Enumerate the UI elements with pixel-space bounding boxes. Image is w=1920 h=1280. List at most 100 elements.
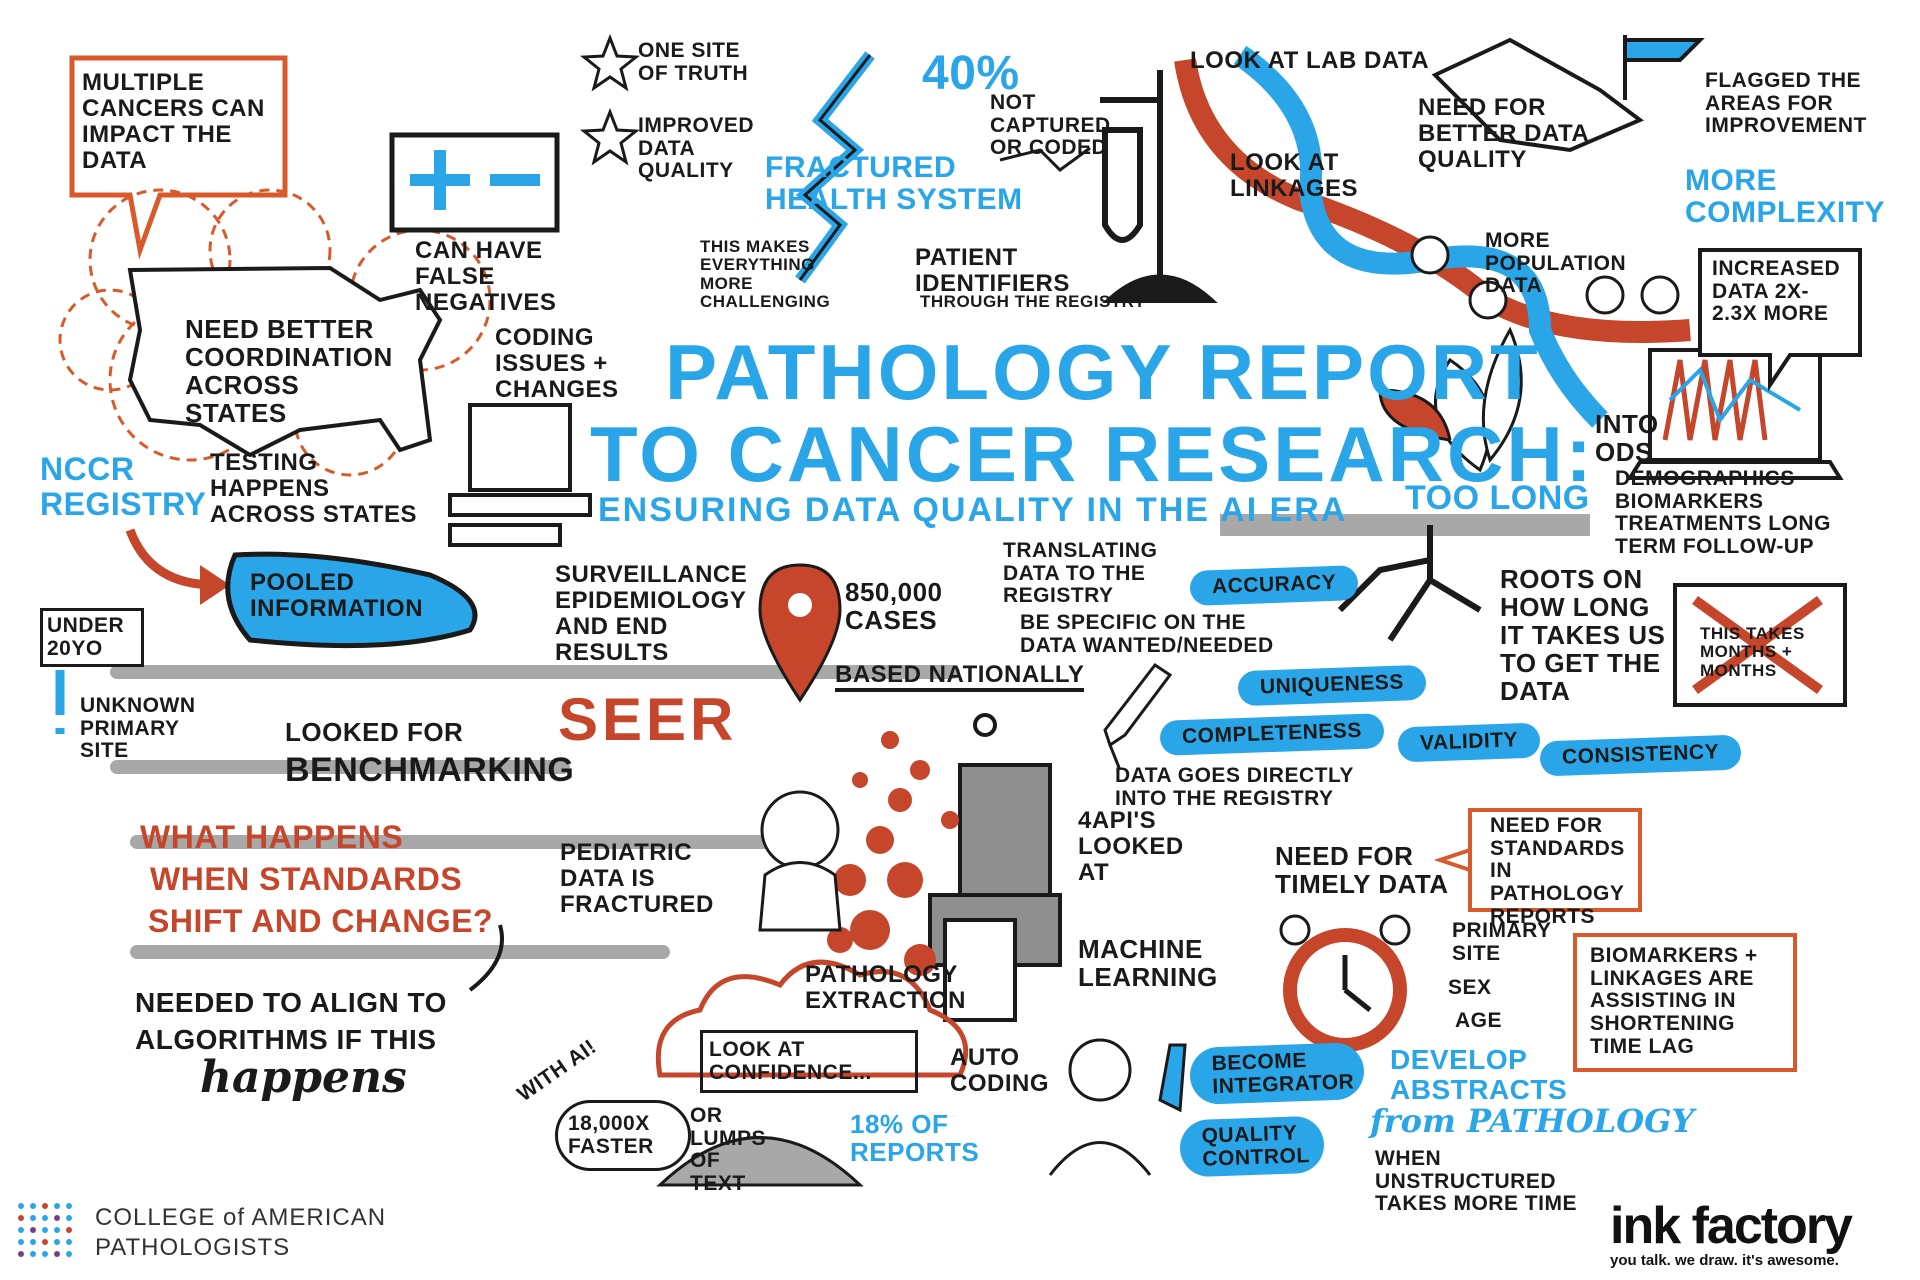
note-translating: TRANSLATING DATA TO THE REGISTRY — [1003, 539, 1158, 608]
note-benchmarking-1: LOOKED for — [285, 717, 464, 747]
tree-roots — [1337, 525, 1482, 642]
calendar-icon — [1673, 583, 1847, 707]
note-increased: INCREASED DATA 2X-2.3X MORE — [1712, 257, 1841, 326]
note-aligned-1: NEEDED TO ALIGN TO — [135, 987, 447, 1018]
increased-bubble — [1698, 248, 1862, 392]
gray-bar — [110, 760, 570, 774]
note-faster: 18,000X FASTER — [555, 1100, 691, 1172]
note-extraction: PATHOLOGY EXTRACTION — [805, 961, 966, 1014]
note-what-happens-1: WHAT HAPPENS — [140, 819, 404, 855]
text-mound — [656, 1136, 864, 1187]
subtitle: ENSURING DATA QUALITY IN THE AI ERA — [598, 491, 1348, 529]
note-goes-directly: DATA GOES DIRECTLY INTO THE REGISTRY — [1115, 764, 1354, 810]
note-false-negatives: CAN HAVE FALSE NEGATIVES — [415, 237, 557, 316]
people-faces — [1410, 235, 1680, 320]
cloud-shape — [655, 959, 969, 1078]
note-pediatric: PEDIATRIC DATA IS FRACTURED — [560, 839, 714, 918]
gray-bar — [130, 835, 830, 849]
paper-shape — [1431, 37, 1644, 153]
note-age: AGE — [1455, 1009, 1503, 1032]
note-seer-desc: SURVEILLANCE EPIDEMIOLOGY AND END RESULT… — [555, 561, 748, 666]
note-seer: SEER — [558, 686, 738, 753]
pooled-shape — [225, 551, 478, 649]
pill-quality-control: QUALITY CONTROL — [1179, 1115, 1325, 1178]
note-under20: UNDER 20YO — [40, 608, 144, 668]
note-apis: 4API's LOOKED AT — [1078, 807, 1184, 886]
note-based: BASED NATIONALLY — [835, 662, 1085, 692]
computer-icon — [448, 403, 592, 547]
title-line-2: TO CANCER RESEARCH: — [590, 410, 1595, 498]
note-ods-list: DEMOGRAPHICS BIOMARKERS TREATMENTS LONG … — [1615, 467, 1831, 559]
note-fractured: FRACTURED HEALTH SYSTEM — [765, 151, 1023, 217]
note-develop-1: DEVELOP ABSTRACTS — [1390, 1044, 1568, 1106]
note-more-complexity: MORE COMPLEXITY — [1685, 164, 1886, 230]
orange-band — [1174, 58, 1691, 343]
gray-bar — [130, 945, 670, 959]
note-confidence: LOOK AT CONFIDENCE... — [700, 1030, 918, 1094]
ink-factory-wordmark: ink factory — [1610, 1197, 1853, 1255]
alarm-clock-icon — [1279, 914, 1411, 1052]
note-multiple-cancers: MULTIPLE CANCERS CAN Impact THE DATA — [82, 69, 265, 174]
biomarkers-box — [1573, 933, 1797, 1072]
align-arrow — [468, 924, 504, 992]
ink-factory-tagline: you talk. we draw. it's awesome. — [1610, 1252, 1839, 1269]
note-testing: TESTING HAPPENS ACROSS STATES — [210, 449, 417, 528]
star-icon — [579, 33, 641, 92]
note-improved-quality: IMPROVED DATA QUALITY — [638, 114, 755, 183]
cap-logo-line-1: COLLEGE of AMERICAN — [95, 1204, 387, 1231]
note-too-long: TOO LONG — [1405, 479, 1590, 517]
note-auto: AUTO CODING — [950, 1044, 1049, 1097]
note-one-site: ONE SITE OF TRUTH — [638, 39, 749, 85]
star-icon — [579, 107, 641, 166]
note-timely: NEED for TIMELY DATA — [1275, 841, 1449, 900]
note-lumps: or LUMPS of TEXT — [690, 1104, 766, 1196]
note-better-quality: NEED FOR BETTER DATA QUALITY — [1418, 94, 1589, 173]
note-develop-2: from PATHOLOGY — [1370, 1102, 1695, 1140]
note-biomarkers: BIOMARKERS + LINKAGES ARE ASSISTING IN S… — [1590, 944, 1758, 1058]
note-lab-data: LOOK AT LAB DATA — [1190, 47, 1430, 74]
location-pin-icon — [758, 563, 842, 703]
note-aligned-3: happens — [200, 1052, 407, 1103]
speech-bubble-shape — [69, 55, 288, 260]
note-patient-ids: PATIENT IDENTIFIERS — [915, 244, 1070, 297]
note-coordination: NEED BETTER COORDINATION ACROSS STATES — [185, 314, 393, 429]
title-line-1: PATHOLOGY REPORT — [665, 328, 1541, 416]
note-benchmarking-2: BENCHMARKING — [285, 751, 575, 789]
ink-factory-logo: ink factory you talk. we draw. it's awes… — [1610, 1200, 1910, 1269]
pencil-icon — [1103, 662, 1173, 748]
note-more-population: MORE POPULATION DATA — [1485, 229, 1627, 298]
cap-logo-line-2: PATHOLOGISTS — [95, 1234, 291, 1261]
gray-bar — [110, 665, 960, 679]
pill-accuracy: ACCURACY — [1189, 565, 1359, 606]
note-what-happens-2: WHEN STANDARDS — [150, 861, 463, 897]
note-what-happens-3: SHIFT and CHANGE? — [148, 903, 494, 939]
note-roots: ROOTS ON HOW LONG IT TAKES US TO GET THE… — [1500, 564, 1666, 707]
note-forty-pct: 40% — [922, 47, 1020, 100]
note-nccr: NCCR REGISTRY — [40, 451, 207, 522]
note-flagged: FLAGGED THE AREAS FOR Improvement — [1705, 69, 1867, 138]
leaves-icon — [1378, 326, 1523, 473]
pill-consistency: CONSISTENCY — [1539, 734, 1742, 777]
test-tube-stand — [1100, 70, 1218, 303]
note-not-captured: NOT CAPTURED OR CODED — [990, 91, 1111, 160]
laptop-icon — [1626, 348, 1844, 480]
note-aligned-2: ALGORITHMS IF THIS — [135, 1024, 437, 1055]
robot-icon — [928, 713, 1062, 1022]
scientist-figure — [1048, 1038, 1187, 1176]
note-through-registry: THROUGH THE REGISTRY — [920, 292, 1146, 311]
plus-minus-box — [389, 132, 560, 233]
note-primary-site: PRIMARY SITE — [1452, 919, 1552, 965]
note-unstructured: WHEN UNSTRUCTURED TAKES MORE TIME — [1375, 1147, 1577, 1216]
standards-box — [1468, 808, 1642, 912]
note-cases: 850,000 CASES — [845, 577, 943, 636]
note-unknown: UNKNOWN PRIMARY SITE — [80, 694, 196, 763]
child-figure — [758, 790, 842, 932]
note-be-specific: BE SPECIFIC ON THE DATA WANTED/NEEDED — [1020, 611, 1274, 657]
flag-icon — [1623, 35, 1705, 100]
cap-dot-logo-icon — [18, 1203, 72, 1257]
note-into-ods: INTO ODS — [1595, 409, 1659, 468]
note-eighteen: 18% OF REPORTS — [850, 1109, 980, 1168]
pill-integrator: BECOME INTEGRATOR — [1189, 1041, 1365, 1106]
note-sex: SEX — [1448, 976, 1492, 999]
